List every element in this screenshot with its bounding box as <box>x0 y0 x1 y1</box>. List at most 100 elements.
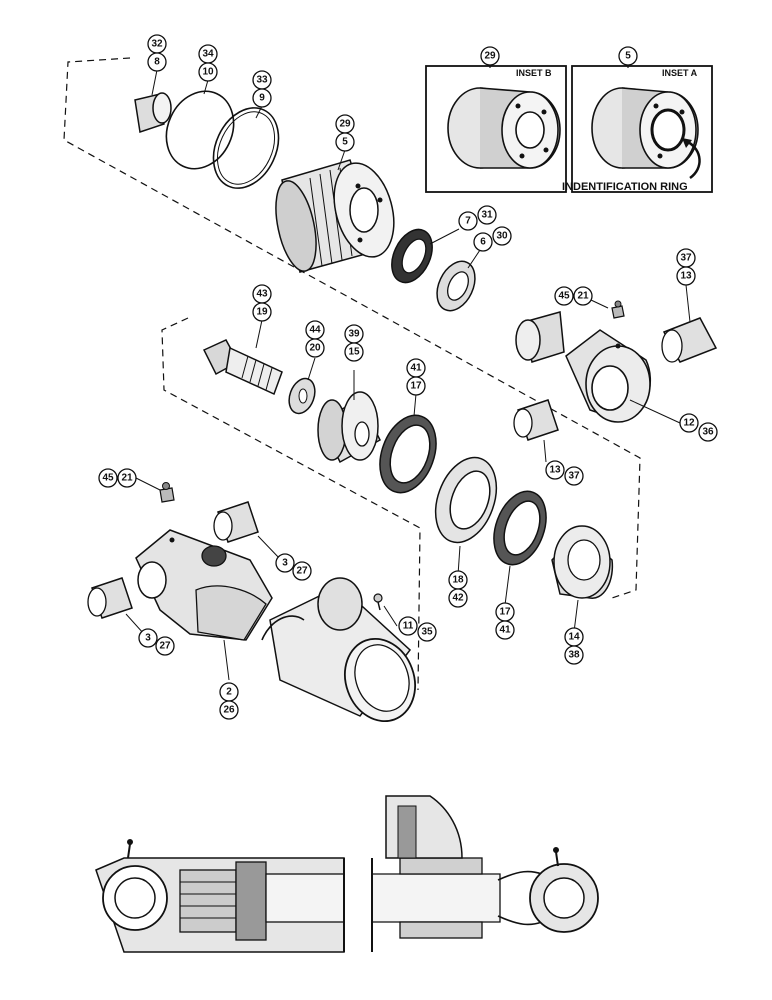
callout-14-38-bottom: 38 <box>568 650 580 661</box>
piston-inset-a-drawing <box>591 87 699 169</box>
callout-17-41-bottom-top: 17 <box>499 607 511 618</box>
callout-3-27-left: 3 27 <box>138 628 175 656</box>
callout-37-13-top-top: 37 <box>680 253 692 264</box>
callout-37-13-top-bottom: 13 <box>680 271 692 282</box>
callout-33-9-bottom: 9 <box>259 93 265 104</box>
callout-33-9-top: 33 <box>256 75 268 86</box>
inset-b-box: INSET B <box>425 65 567 193</box>
bushing-3-27-left-drawing <box>87 577 133 619</box>
callout-39-15-top: 39 <box>348 329 360 340</box>
callout-43-19-top: 43 <box>256 289 268 300</box>
callout-13-37: 13 37 <box>545 460 584 486</box>
piston-29-5-drawing <box>275 159 395 273</box>
gland-14-38-drawing <box>551 525 614 599</box>
callout-13-37-bottom: 37 <box>568 471 580 482</box>
callout-41-17-top-top: 41 <box>410 363 422 374</box>
callout-17-41-bottom: 17 41 <box>495 602 515 640</box>
callout-18-42-bottom: 42 <box>452 593 464 604</box>
callout-29-5: 29 5 <box>335 114 355 152</box>
callout-44-20: 44 20 <box>305 320 325 358</box>
inset-a-box: INSET A <box>571 65 713 193</box>
screw-11-35-drawing <box>373 593 383 611</box>
barrel-tube-drawing <box>261 577 416 723</box>
grease-fitting-45-21-left-drawing <box>159 482 175 503</box>
assembly-dashed-outline-upper <box>63 57 641 599</box>
callout-11-35: 11 35 <box>398 616 437 642</box>
callout-18-42: 18 42 <box>448 570 468 608</box>
callout-34-10: 34 10 <box>198 44 218 82</box>
callout-43-19-bottom: 19 <box>256 307 268 318</box>
callout-12-36-bottom: 36 <box>702 427 714 438</box>
seal-17-41-bottom-drawing <box>493 490 547 566</box>
callout-inset-b: 29 <box>480 46 500 68</box>
callout-39-15-bottom: 15 <box>348 347 360 358</box>
o-ring-34-10-drawing <box>165 90 235 170</box>
callout-3-27-right-bottom: 27 <box>296 566 308 577</box>
clevis-2-26-drawing <box>135 529 273 641</box>
rod-eye-12-36-drawing <box>515 311 652 423</box>
callout-37-13-top: 37 13 <box>676 248 696 286</box>
callout-14-38: 14 38 <box>564 627 584 665</box>
callout-45-21-top-top: 45 <box>558 291 570 302</box>
cylinder-cross-section-drawing <box>95 795 599 953</box>
callout-3-27-right-top: 3 <box>282 558 288 569</box>
callout-7-31-top: 7 <box>465 216 471 227</box>
callout-inset-a: 5 <box>618 46 638 68</box>
bolt-43-19-drawing <box>202 339 283 396</box>
callout-2-26: 2 26 <box>219 682 239 720</box>
inset-a-title: INSET A <box>662 68 698 78</box>
callout-32-8: 32 8 <box>147 34 167 72</box>
identification-ring-arrow <box>687 140 701 180</box>
callout-44-20-top: 44 <box>309 325 321 336</box>
inset-b-title: INSET B <box>516 68 552 78</box>
callout-2-26-bottom: 26 <box>223 705 235 716</box>
leader-lines <box>125 69 691 681</box>
callout-45-21-left-bottom: 21 <box>121 473 133 484</box>
callout-17-41-bottom-bottom: 41 <box>499 625 511 636</box>
callout-6-30-bottom: 30 <box>496 231 508 242</box>
callout-45-21-left-top: 45 <box>102 473 114 484</box>
piston-inset-b-drawing <box>447 87 561 169</box>
grease-fitting-45-21-top-drawing <box>611 300 625 319</box>
bushing-37-13-top-drawing <box>661 317 718 363</box>
callout-32-8-top: 32 <box>151 39 163 50</box>
washer-44-20-drawing <box>288 377 316 415</box>
callout-45-21-left: 45 21 <box>98 468 137 488</box>
seal-7-31-drawing <box>391 228 433 284</box>
piston-39-15-drawing <box>317 391 381 464</box>
callout-43-19: 43 19 <box>252 284 272 322</box>
seal-41-17-top-drawing <box>379 414 437 494</box>
callout-11-35-top: 11 <box>403 621 414 632</box>
bushing-13-37-drawing <box>513 399 559 441</box>
callout-7-31-bottom: 31 <box>481 210 493 221</box>
callout-inset-a-label: 5 <box>625 51 631 62</box>
bushing-3-27-right-drawing <box>213 501 259 543</box>
callout-18-42-top: 18 <box>452 575 464 586</box>
wear-ring-6-30-drawing <box>436 260 476 312</box>
callout-11-35-bottom: 35 <box>421 627 433 638</box>
callout-inset-b-label: 29 <box>484 51 496 62</box>
ring-18-42-drawing <box>434 456 498 544</box>
callout-3-27-right: 3 27 <box>275 553 312 581</box>
callout-7-31: 7 31 <box>458 205 497 231</box>
bushing-32-8-drawing <box>134 92 172 133</box>
callout-45-21-top-bottom: 21 <box>577 291 589 302</box>
identification-ring-label: INDENTIFICATION RING <box>562 181 688 193</box>
callout-6-30: 6 30 <box>473 226 512 252</box>
callout-13-37-top: 13 <box>549 465 561 476</box>
callout-34-10-top: 34 <box>202 49 214 60</box>
callout-29-5-bottom: 5 <box>342 137 348 148</box>
callout-34-10-bottom: 10 <box>202 67 214 78</box>
callout-12-36-top: 12 <box>683 418 695 429</box>
callout-44-20-bottom: 20 <box>309 343 321 354</box>
assembly-dashed-outline-lower <box>161 317 421 691</box>
backup-ring-33-9-drawing <box>212 107 280 189</box>
callout-3-27-left-top: 3 <box>145 633 151 644</box>
callout-33-9: 33 9 <box>252 70 272 108</box>
callout-12-36: 12 36 <box>679 413 718 442</box>
callout-45-21-top: 45 21 <box>554 286 593 306</box>
callout-6-30-top: 6 <box>480 237 486 248</box>
callout-2-26-top: 2 <box>226 687 232 698</box>
callout-3-27-left-bottom: 27 <box>159 641 171 652</box>
